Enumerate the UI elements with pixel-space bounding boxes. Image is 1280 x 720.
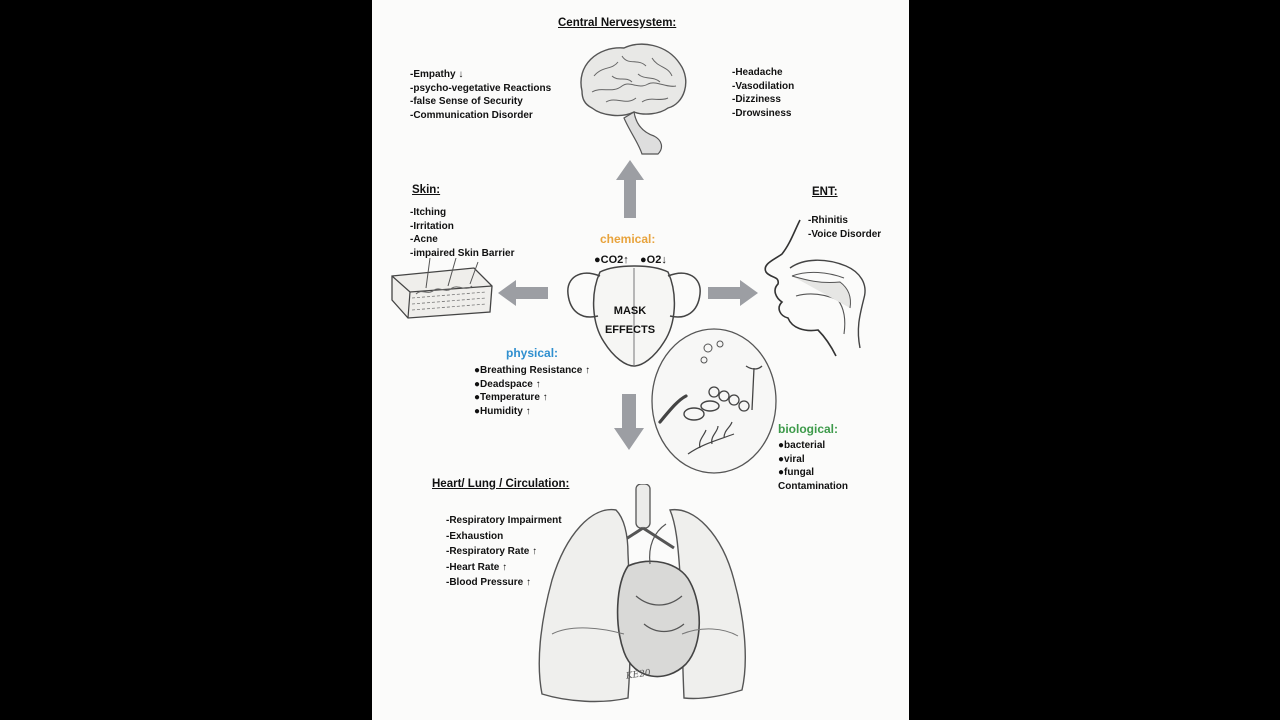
list-item: Contamination <box>778 480 848 492</box>
o2-decrease: ●O2↓ <box>640 254 667 266</box>
list-item: -Itching <box>410 207 447 218</box>
list-item: -Irritation <box>410 220 454 232</box>
list-item: -Vasodilation <box>732 80 795 92</box>
list-item: -Headache <box>732 67 783 78</box>
co2-increase: ●CO2↑ <box>594 254 629 266</box>
arrow-down-to-heart-lung <box>614 394 644 450</box>
chemical-label: chemical: <box>600 232 656 246</box>
skin-effects: -Itching -Irritation -Acne -impaired Ski… <box>410 206 514 260</box>
list-item: ●Humidity ↑ <box>474 405 531 417</box>
physical-effects: ●Breathing Resistance ↑ ●Deadspace ↑ ●Te… <box>474 364 590 418</box>
list-item: -Dizziness <box>732 94 781 105</box>
physical-label: physical: <box>506 346 559 360</box>
list-item: ●Breathing Resistance ↑ <box>474 365 591 376</box>
list-item: -Acne <box>410 234 438 245</box>
list-item: -Heart Rate ↑ <box>446 561 508 573</box>
list-item: -Communication Disorder <box>410 109 533 121</box>
skin-layer-drawing <box>391 258 493 319</box>
biological-label: biological: <box>778 422 838 436</box>
cns-right-effects: -Headache -Vasodilation -Dizziness -Drow… <box>732 66 794 120</box>
ent-effects: -Rhinitis -Voice Disorder <box>808 214 881 241</box>
mask-effects-label: MASK EFFECTS <box>594 302 666 340</box>
list-item: ●fungal <box>778 467 815 478</box>
arrow-up-to-cns <box>616 160 644 218</box>
list-item: ●Temperature ↑ <box>474 392 548 403</box>
mask-drawing <box>567 265 701 367</box>
heart-lungs-drawing <box>538 484 746 703</box>
cns-title: Central Nervesystem: <box>558 17 677 29</box>
list-item: ●Deadspace ↑ <box>474 378 541 390</box>
list-item: -Exhaustion <box>446 530 504 542</box>
heart-lung-effects: -Respiratory Impairment -Exhaustion -Res… <box>446 513 562 591</box>
list-item: ●viral <box>778 453 805 465</box>
mask-label-line2: EFFECTS <box>604 324 656 336</box>
list-item: -impaired Skin Barrier <box>410 247 515 259</box>
list-item: -Respiratory Impairment <box>446 515 562 526</box>
mask-label-line1: MASK <box>613 305 647 317</box>
biological-effects: ●bacterial ●viral ●fungal Contamination <box>778 439 848 493</box>
list-item: -Voice Disorder <box>808 228 882 240</box>
infographic-sheet: Central Nervesystem: -Empathy ↓ -psycho-… <box>372 0 909 720</box>
list-item: -Rhinitis <box>808 215 848 226</box>
cns-left-effects: -Empathy ↓ -psycho-vegetative Reactions … <box>410 68 551 122</box>
arrow-right-to-ent <box>708 280 758 306</box>
list-item: ●bacterial <box>778 440 826 451</box>
brain-drawing <box>580 43 687 155</box>
arrow-left-to-skin <box>498 280 548 306</box>
ent-profile-drawing <box>764 219 866 357</box>
list-item: -Blood Pressure ↑ <box>446 577 532 588</box>
list-item: -Respiratory Rate ↑ <box>446 546 538 557</box>
list-item: -Drowsiness <box>732 107 792 119</box>
list-item: -false Sense of Security <box>410 96 523 107</box>
list-item: -psycho-vegetative Reactions <box>410 82 552 94</box>
list-item: -Empathy ↓ <box>410 69 464 80</box>
ent-title: ENT: <box>812 186 838 198</box>
microbe-circle-drawing <box>651 328 777 474</box>
heart-lung-title: Heart/ Lung / Circulation: <box>432 478 570 490</box>
skin-title: Skin: <box>412 184 441 196</box>
